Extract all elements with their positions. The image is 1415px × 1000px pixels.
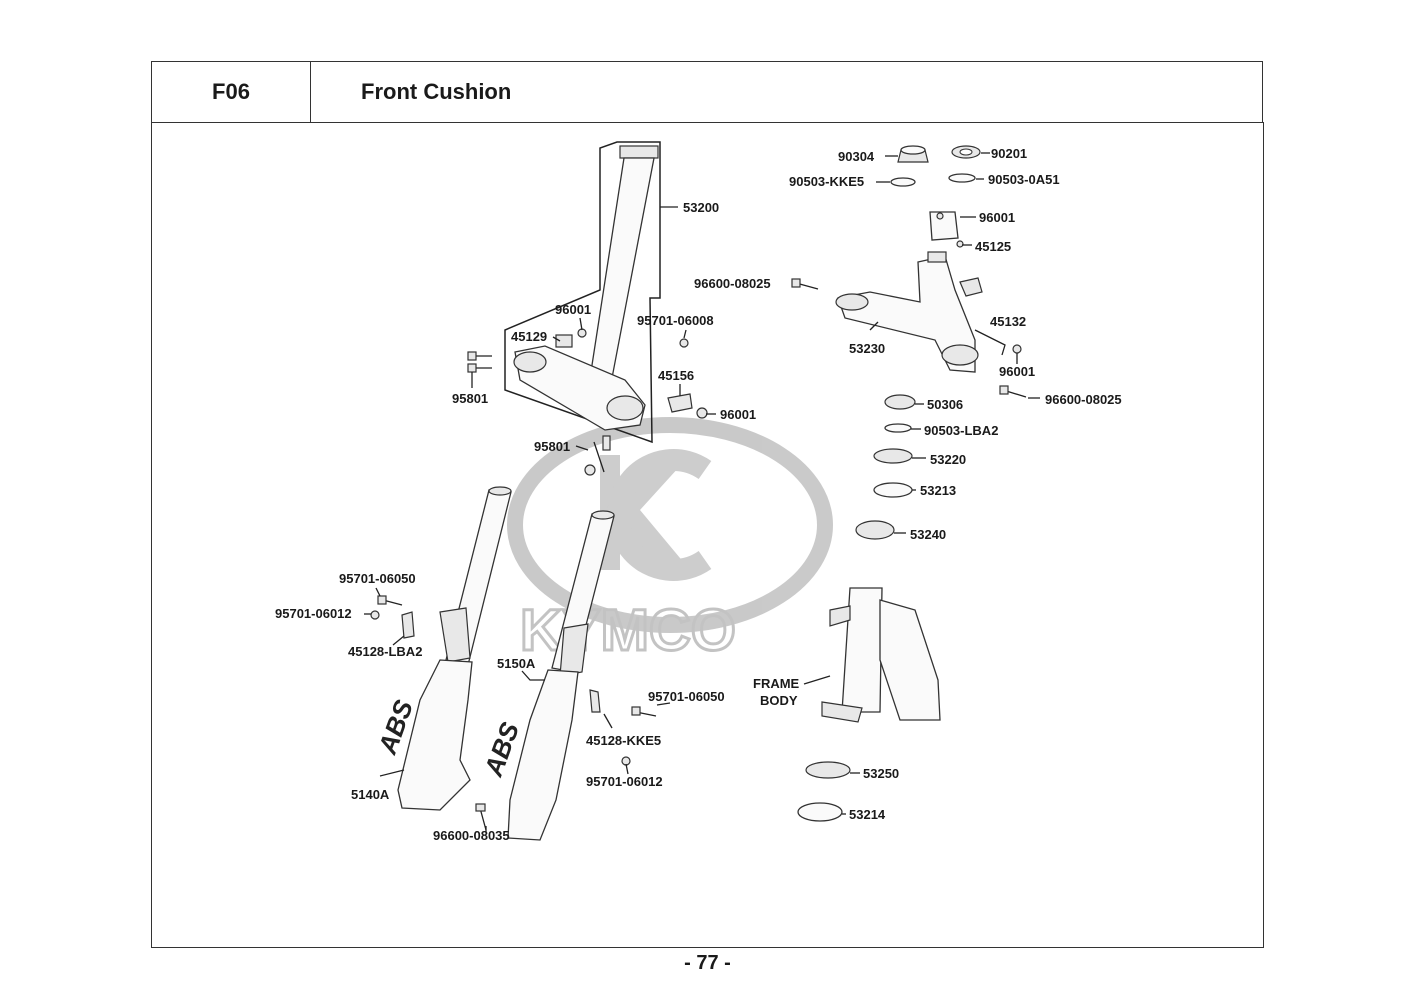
label-90201: 90201 xyxy=(991,146,1027,161)
label-53200: 53200 xyxy=(683,200,719,215)
label-95801-lower: 95801 xyxy=(534,439,570,454)
race-53213-part xyxy=(873,482,913,498)
race-53214-part xyxy=(797,802,843,822)
label-53240: 53240 xyxy=(910,527,946,542)
bearing-53240-part xyxy=(855,520,895,540)
label-95701-06012-left: 95701-06012 xyxy=(275,606,352,621)
label-95701-06012-right: 95701-06012 xyxy=(586,774,663,789)
frame-tube-part xyxy=(879,599,941,721)
label-95701-06008: 95701-06008 xyxy=(637,313,714,328)
label-96600-08025-side: 96600-08025 xyxy=(1045,392,1122,407)
label-45125: 45125 xyxy=(975,239,1011,254)
label-53220: 53220 xyxy=(930,452,966,467)
label-50306: 50306 xyxy=(927,397,963,412)
label-body: BODY xyxy=(760,693,798,708)
label-45156: 45156 xyxy=(658,368,694,383)
washer-lba2-part xyxy=(884,423,912,433)
top-bridge-part xyxy=(837,255,976,373)
watermark-brand-text: KYMCO xyxy=(520,598,736,663)
steering-stem-outline xyxy=(504,141,661,444)
label-5150a: 5150A xyxy=(497,656,536,671)
locknut-50306-part xyxy=(884,394,916,410)
page-number: - 77 - xyxy=(684,952,731,974)
label-53250: 53250 xyxy=(863,766,899,781)
steering-stem-group xyxy=(467,141,708,476)
frame-body-group xyxy=(821,587,941,723)
fork-legs-group: ABS ABS xyxy=(370,486,657,841)
bearing-stack-group xyxy=(797,394,916,822)
washer-kke5-part xyxy=(890,177,916,187)
label-45128-kke5: 45128-KKE5 xyxy=(586,733,661,748)
left-fork-slider xyxy=(397,659,473,811)
bearing-53250-part xyxy=(805,761,851,779)
section-title: Front Cushion xyxy=(361,79,512,104)
label-45129: 45129 xyxy=(511,329,547,344)
steering-nut-group xyxy=(885,145,981,187)
label-95801-upper: 95801 xyxy=(452,391,488,406)
label-90503-lba2: 90503-LBA2 xyxy=(924,423,998,438)
label-45128-lba2: 45128-LBA2 xyxy=(348,644,422,659)
label-95701-06050-right: 95701-06050 xyxy=(648,689,725,704)
label-90503-kke5: 90503-KKE5 xyxy=(789,174,864,189)
diagram-header: F06 Front Cushion xyxy=(151,61,1263,122)
bracket-45125-part xyxy=(929,211,959,241)
leader-lines xyxy=(364,152,1040,832)
label-96001-bracket: 96001 xyxy=(979,210,1015,225)
label-53230: 53230 xyxy=(849,341,885,356)
stem-thread-part xyxy=(619,145,659,159)
label-96600-08035: 96600-08035 xyxy=(433,828,510,843)
kymco-watermark-logo: KYMCO xyxy=(507,417,833,665)
right-fork-slider xyxy=(507,669,579,841)
section-code: F06 xyxy=(152,62,311,122)
label-53214: 53214 xyxy=(849,807,886,822)
frame-head-tube xyxy=(841,587,883,713)
label-96600-08025-top: 96600-08025 xyxy=(694,276,771,291)
top-bridge-group xyxy=(791,211,1027,398)
label-frame: FRAME xyxy=(753,676,800,691)
label-96001-clip: 96001 xyxy=(720,407,756,422)
label-53213: 53213 xyxy=(920,483,956,498)
label-90304: 90304 xyxy=(838,149,875,164)
label-95701-06050-left: 95701-06050 xyxy=(339,571,416,586)
label-45132: 45132 xyxy=(990,314,1026,329)
race-53220-part xyxy=(873,448,913,464)
label-5140a: 5140A xyxy=(351,787,390,802)
diagram-frame xyxy=(151,122,1264,948)
label-96001-bridge: 96001 xyxy=(999,364,1035,379)
label-96001-stem: 96001 xyxy=(555,302,591,317)
washer-0a51-part xyxy=(948,173,976,183)
label-90503-0a51: 90503-0A51 xyxy=(988,172,1060,187)
